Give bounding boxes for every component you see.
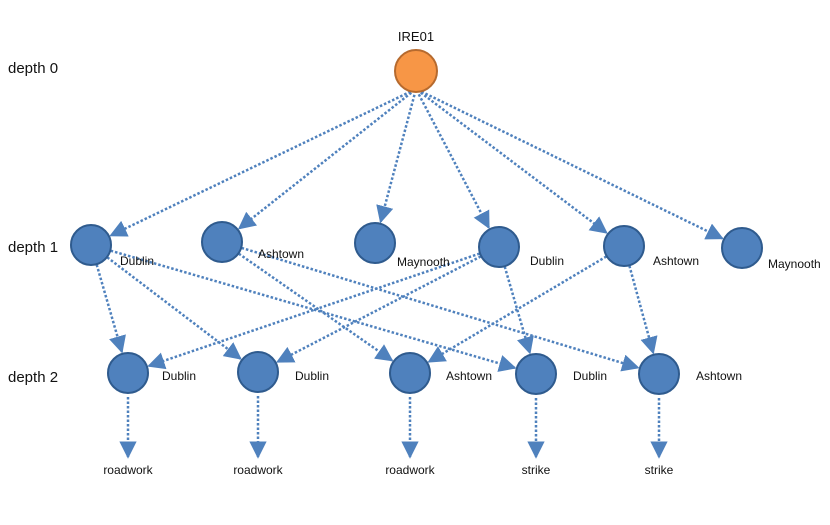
depth1-node [721,227,763,269]
depth1-node [478,226,520,268]
leaf-label: strike [645,463,674,477]
leaf-label: roadwork [103,463,153,477]
depth1-node-label: Dublin [530,254,564,268]
depth2-node-label: Ashtown [696,369,742,383]
depth2-node [107,352,149,394]
depth2-node-label: Dublin [295,369,329,383]
depth1-node-label: Ashtown [653,254,699,268]
edge-root-to-depth1 [237,91,413,230]
depth1-node [70,224,112,266]
edge-depth1-to-depth2 [102,253,242,360]
depth-1-label: depth 1 [8,239,58,256]
edge-depth1-to-depth2 [147,250,485,370]
depth2-node [515,353,557,395]
depth2-node-label: Ashtown [446,369,492,383]
edge-depth1-to-depth2 [234,250,394,362]
depth1-node-label: Maynooth [397,255,450,269]
depth1-node-label: Ashtown [258,247,304,261]
root-node [394,49,438,93]
edge-depth1-to-depth2 [94,260,126,354]
depth1-node-label: Maynooth [768,257,821,271]
edge-root-to-depth1 [420,90,724,240]
depth2-node [237,351,279,393]
root-node-label: IRE01 [398,29,434,44]
edge-depth1-to-depth2 [275,253,486,363]
depth2-node-label: Dublin [573,369,607,383]
edge-depth1-to-depth2 [427,253,611,363]
edge-root-to-depth1 [417,93,490,230]
edge-depth1-to-depth2 [502,262,534,355]
depth2-node [638,353,680,395]
depth-0-label: depth 0 [8,60,58,77]
depth1-node [603,225,645,267]
leaf-label: strike [522,463,551,477]
depth-2-label: depth 2 [8,369,58,386]
edges [94,90,724,459]
edge-root-to-depth1 [376,94,416,224]
depth1-node-label: Dublin [120,254,154,268]
leaf-label: roadwork [233,463,283,477]
leaf-label: roadwork [385,463,435,477]
edge-depth1-to-depth2 [627,261,658,355]
depth1-node [201,221,243,263]
edge-root-to-depth1 [420,91,608,234]
nodes [70,49,763,395]
depth1-node [354,222,396,264]
edge-depth1-to-depth2 [236,245,640,372]
edge-depth1-to-depth2 [106,248,517,372]
edge-root-to-depth1 [109,90,412,237]
depth2-node [389,352,431,394]
depth2-node-label: Dublin [162,369,196,383]
